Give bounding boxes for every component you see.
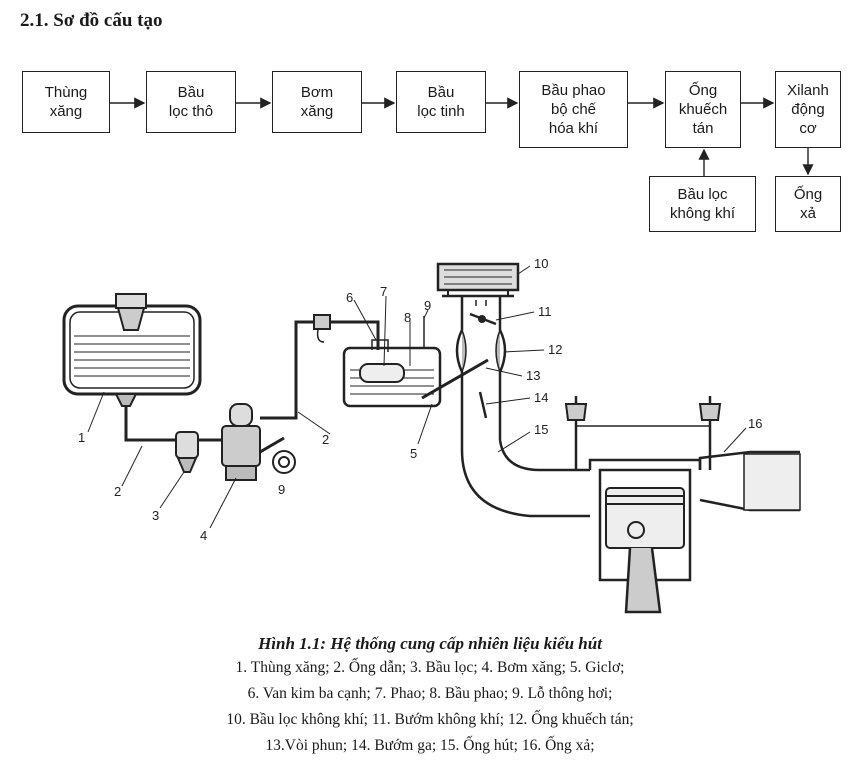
air-filter-drawing (436, 262, 520, 298)
label-2b: 2 (322, 432, 329, 447)
label-4: 4 (200, 528, 207, 543)
box-float-chamber: Bầu phao bộ chế hóa khí (519, 71, 628, 148)
caption-line-1: 1. Thùng xăng; 2. Ống dẫn; 3. Bầu lọc; 4… (235, 659, 625, 676)
section-heading: 2.1. Sơ đồ cấu tạo (20, 10, 163, 31)
filter-drawing (175, 431, 199, 473)
engine-drawing (564, 396, 801, 614)
label-1: 1 (78, 430, 85, 445)
float-chamber-drawing (342, 316, 442, 408)
box-fine-filter: Bầu lọc tinh (396, 71, 486, 133)
caption-line-2: 6. Van kim ba cạnh; 7. Phao; 8. Bầu phao… (247, 685, 613, 702)
box-fuel-pump: Bơm xăng (272, 71, 362, 133)
carburetor-drawing (421, 296, 507, 450)
flow-arrows (110, 97, 814, 176)
label-2a: 2 (114, 484, 121, 499)
box-air-filter: Bầu lọc không khí (649, 176, 756, 232)
label-8: 8 (404, 310, 411, 325)
fuel-tank-drawing (62, 293, 202, 407)
figure-caption-title: Hình 1.1: Hệ thống cung cấp nhiên liệu k… (258, 634, 602, 653)
box-coarse-filter: Bầu lọc thô (146, 71, 236, 133)
label-13: 13 (526, 368, 540, 383)
label-12: 12 (548, 342, 562, 357)
leader-lines (87, 265, 747, 529)
box-fuel-tank: Thùng xăng (22, 71, 110, 133)
label-11: 11 (538, 304, 552, 319)
label-5: 5 (410, 446, 417, 461)
caption-line-3: 10. Bầu lọc không khí; 11. Bướm không kh… (226, 711, 634, 728)
label-10: 10 (534, 256, 548, 271)
caption-line-4: 13.Vòi phun; 14. Bướm ga; 15. Ống hút; 1… (265, 737, 595, 754)
label-7: 7 (380, 284, 387, 299)
label-3: 3 (152, 508, 159, 523)
box-venturi: Ống khuếch tán (665, 71, 741, 148)
label-14: 14 (534, 390, 548, 405)
box-cylinder: Xilanh động cơ (775, 71, 841, 148)
fuel-system-drawing (62, 262, 801, 614)
label-9b: 9 (424, 298, 431, 313)
label-15: 15 (534, 422, 548, 437)
box-exhaust: Ống xả (775, 176, 841, 232)
fuel-pump-drawing (221, 403, 296, 481)
label-9a: 9 (278, 482, 285, 497)
part-number-labels: 1 2 3 4 9 6 7 8 9 2 5 10 11 12 13 14 15 … (78, 256, 762, 543)
label-6: 6 (346, 290, 353, 305)
label-16: 16 (748, 416, 762, 431)
